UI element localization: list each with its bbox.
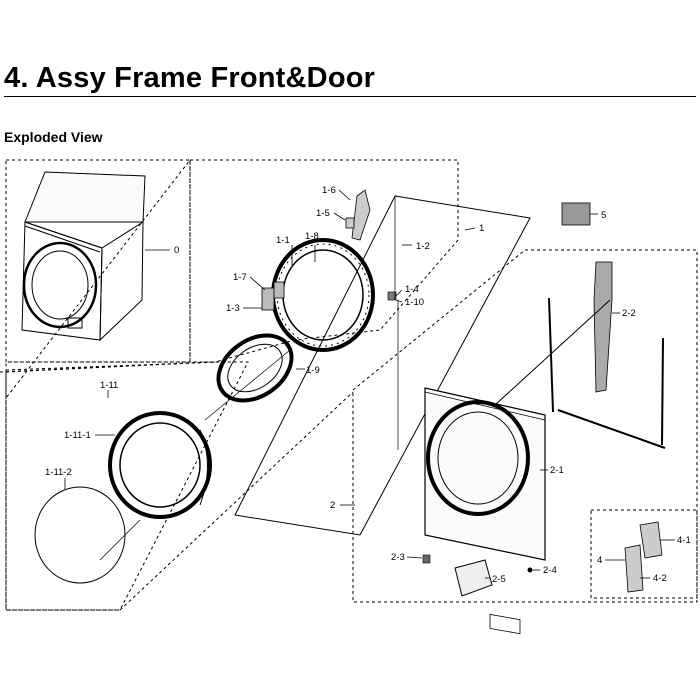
part-2-1-front-frame bbox=[424, 387, 546, 635]
callout-2-5: 2-5 bbox=[492, 574, 506, 585]
callout-2: 2 bbox=[330, 500, 335, 511]
explode-axes-door bbox=[99, 196, 399, 561]
group-box-handle bbox=[590, 509, 698, 599]
part-2-2-support bbox=[593, 261, 613, 393]
part-2-4-screw bbox=[527, 567, 533, 573]
frame-outline-diag bbox=[119, 391, 354, 611]
callout-1: 1 bbox=[479, 223, 484, 234]
title-rule bbox=[4, 96, 696, 97]
callout-4-1: 4-1 bbox=[677, 535, 691, 546]
part-1-6-bracket bbox=[345, 189, 371, 241]
door-leaders bbox=[64, 189, 476, 490]
part-1-11-1-door-cover bbox=[108, 411, 212, 519]
callout-2-1: 2-1 bbox=[550, 465, 564, 476]
callout-1-11-1: 1-11-1 bbox=[64, 430, 91, 441]
part-4-handle bbox=[624, 521, 663, 593]
part-2-5-housing bbox=[454, 559, 493, 597]
callout-1-5: 1-5 bbox=[316, 208, 330, 219]
frame-outlines bbox=[5, 159, 459, 611]
callout-0: 0 bbox=[174, 245, 179, 256]
callout-2-3: 2-3 bbox=[391, 552, 405, 563]
callout-1-3: 1-3 bbox=[226, 303, 240, 314]
part-2-3-clip bbox=[422, 554, 431, 564]
callout-2-4: 2-4 bbox=[543, 565, 557, 576]
callout-1-9: 1-9 bbox=[306, 365, 320, 376]
part-1-8-door-frame bbox=[271, 238, 375, 352]
callout-1-2: 1-2 bbox=[416, 241, 430, 252]
frame-rails bbox=[494, 297, 666, 449]
frame-outline-mid bbox=[5, 361, 221, 371]
section-heading: Exploded View bbox=[4, 129, 103, 145]
callout-4-2: 4-2 bbox=[653, 573, 667, 584]
callout-5: 5 bbox=[601, 210, 606, 221]
callout-1-1: 1-1 bbox=[276, 235, 290, 246]
frame-outline-left bbox=[5, 370, 120, 611]
callout-2-2: 2-2 bbox=[622, 308, 636, 319]
callout-1-8: 1-8 bbox=[305, 231, 319, 242]
part-1-11-2-door-glass bbox=[34, 486, 126, 584]
callout-1-10: 1-10 bbox=[405, 297, 424, 308]
callout-1-4: 1-4 bbox=[405, 284, 419, 295]
complete-unit-drawing bbox=[21, 171, 146, 342]
frame-leaders bbox=[340, 213, 675, 579]
page-title: 4. Assy Frame Front&Door bbox=[4, 62, 376, 94]
callout-4: 4 bbox=[597, 555, 602, 566]
callout-1-7: 1-7 bbox=[233, 272, 247, 283]
part-1-7-hinge bbox=[261, 281, 285, 311]
part-5-filter bbox=[561, 202, 591, 226]
group-box-front-frame bbox=[352, 249, 698, 603]
frame-outline-top bbox=[190, 159, 459, 200]
group-box-door-11 bbox=[5, 361, 249, 611]
callout-1-11: 1-11 bbox=[100, 380, 118, 391]
callout-1-6: 1-6 bbox=[322, 185, 336, 196]
callout-1-11-2: 1-11-2 bbox=[45, 467, 72, 478]
assy-1-outline bbox=[234, 195, 531, 536]
part-1-9-gasket bbox=[216, 333, 294, 403]
